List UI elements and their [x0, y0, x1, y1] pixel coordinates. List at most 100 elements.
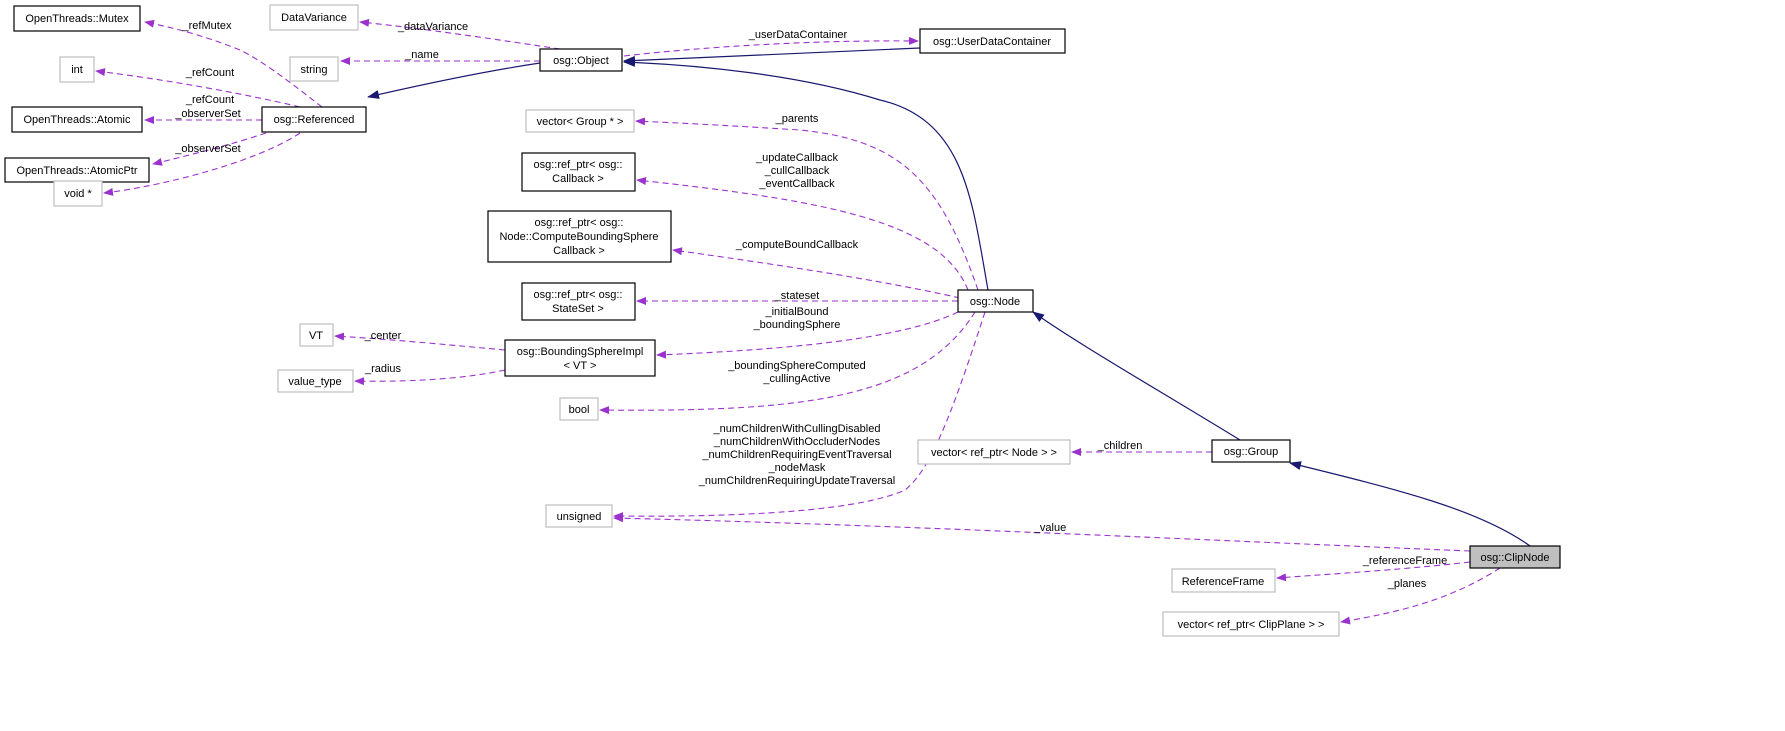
svg-text:Node::ComputeBoundingSphere: Node::ComputeBoundingSphere	[499, 231, 658, 243]
svg-text:void *: void *	[64, 188, 92, 200]
svg-text:osg::Group: osg::Group	[1224, 446, 1278, 458]
svg-text:unsigned: unsigned	[557, 511, 602, 523]
node-group[interactable]: osg::Group	[1211, 439, 1291, 463]
label-unsigned-member: _nodeMask	[768, 462, 826, 474]
svg-text:< VT >: < VT >	[564, 360, 597, 372]
svg-text:string: string	[301, 64, 328, 76]
svg-text:OpenThreads::Atomic: OpenThreads::Atomic	[24, 114, 131, 126]
label-radius: _radius	[364, 363, 402, 375]
edge-referenceframe	[1276, 561, 1471, 582]
label-value: _value	[1033, 522, 1066, 534]
svg-text:osg::UserDataContainer: osg::UserDataContainer	[933, 36, 1051, 48]
svg-text:StateSet >: StateSet >	[552, 303, 604, 315]
edge-bool	[599, 311, 976, 415]
node-ref-ptr-callback[interactable]: osg::ref_ptr< osg::Callback >	[521, 152, 636, 192]
label-updatecallback: _updateCallback	[755, 152, 838, 164]
label-refmutex: _refMutex	[182, 20, 232, 32]
node-string: string	[289, 56, 339, 82]
label-center: _center	[364, 330, 402, 342]
node-vector-group: vector< Group * >	[525, 109, 635, 133]
edge-center	[334, 332, 506, 351]
label-unsigned-member: _numChildrenWithOccluderNodes	[713, 436, 881, 448]
label-computeboundcallback: _computeBoundCallback	[735, 239, 859, 251]
svg-text:osg::ClipNode: osg::ClipNode	[1480, 552, 1549, 564]
edge-planes	[1340, 567, 1501, 625]
node-boundingsphereimpl[interactable]: osg::BoundingSphereImpl< VT >	[504, 339, 656, 377]
node-datavariance: DataVariance	[269, 4, 359, 31]
svg-text:vector< Group * >: vector< Group * >	[537, 116, 624, 128]
label-planes: _planes	[1387, 578, 1427, 590]
node-atomic[interactable]: OpenThreads::Atomic	[11, 106, 143, 133]
node-userdatacontainer[interactable]: osg::UserDataContainer	[919, 28, 1066, 54]
svg-text:DataVariance: DataVariance	[281, 12, 347, 24]
edge-computebound	[672, 247, 961, 299]
svg-text:Callback >: Callback >	[552, 173, 604, 185]
edge-unsigned	[613, 311, 986, 521]
edge-node-inherits-object	[623, 57, 989, 291]
svg-text:OpenThreads::Mutex: OpenThreads::Mutex	[25, 13, 129, 25]
edge-object-inherits-referenced	[367, 62, 541, 99]
node-atomicptr[interactable]: OpenThreads::AtomicPtr	[4, 157, 150, 183]
label-children: _children	[1097, 440, 1143, 452]
svg-text:osg::ref_ptr< osg::: osg::ref_ptr< osg::	[535, 217, 624, 229]
svg-text:ReferenceFrame: ReferenceFrame	[1182, 576, 1265, 588]
label-observerset: _observerSet	[174, 108, 240, 120]
label-cullcallback: _cullCallback	[764, 165, 830, 177]
label-unsigned-member: _numChildrenRequiringEventTraversal	[701, 449, 891, 461]
label-eventcallback: _eventCallback	[758, 178, 835, 190]
svg-text:VT: VT	[309, 330, 323, 342]
node-vector-ref-ptr-node: vector< ref_ptr< Node > >	[917, 439, 1071, 465]
label-boundingspherecomputed: _boundingSphereComputed	[727, 360, 866, 372]
node-object[interactable]: osg::Object	[539, 48, 623, 72]
edge-refcount-int	[95, 68, 301, 108]
edge-datavariance	[359, 18, 561, 50]
edge-observerset-void	[103, 132, 301, 196]
edge-clipnode-inherits-group	[1289, 461, 1531, 547]
edges	[95, 18, 1531, 625]
edge-value	[613, 514, 1471, 552]
label-refcount: _refCount	[185, 67, 234, 79]
node-clipnode: osg::ClipNode	[1469, 545, 1561, 569]
node-node[interactable]: osg::Node	[957, 289, 1034, 313]
node-referenced[interactable]: osg::Referenced	[261, 106, 367, 133]
label-parents: _parents	[775, 113, 819, 125]
edge-group-inherits-node	[1032, 311, 1241, 441]
edge-labels: _refMutex _refCount _refCount _observerS…	[174, 20, 1447, 590]
label-initialbound: _initialBound	[765, 306, 829, 318]
edge-observerset-atomicptr	[152, 132, 267, 166]
svg-text:osg::BoundingSphereImpl: osg::BoundingSphereImpl	[517, 346, 644, 358]
label-observerset: _observerSet	[174, 143, 240, 155]
svg-text:vector< ref_ptr< ClipPlane > >: vector< ref_ptr< ClipPlane > >	[1178, 619, 1325, 631]
node-ref-ptr-stateset[interactable]: osg::ref_ptr< osg::StateSet >	[521, 282, 636, 321]
svg-text:OpenThreads::AtomicPtr: OpenThreads::AtomicPtr	[16, 165, 137, 177]
label-boundingsphere: _boundingSphere	[753, 319, 841, 331]
edge-parents	[635, 117, 979, 291]
node-vector-ref-ptr-clipplane: vector< ref_ptr< ClipPlane > >	[1162, 611, 1340, 637]
label-unsigned-member: _numChildrenRequiringUpdateTraversal	[698, 475, 895, 487]
label-unsigned-member: _numChildrenWithCullingDisabled	[713, 423, 881, 435]
edge-radius	[354, 369, 506, 386]
label-name: _name	[404, 49, 439, 61]
node-mutex[interactable]: OpenThreads::Mutex	[13, 5, 141, 32]
edge-initialbound	[656, 311, 959, 359]
svg-text:int: int	[71, 64, 83, 76]
label-stateset: _stateset	[774, 290, 820, 302]
label-datavariance: _dataVariance	[397, 21, 468, 33]
label-refcount: _refCount	[185, 94, 234, 106]
node-int: int	[59, 56, 95, 83]
node-referenceframe: ReferenceFrame	[1171, 568, 1276, 593]
edge-userdatacontainer	[623, 36, 919, 57]
svg-text:osg::Referenced: osg::Referenced	[274, 114, 355, 126]
svg-text:vector< ref_ptr< Node > >: vector< ref_ptr< Node > >	[931, 447, 1057, 459]
label-referenceframe: _referenceFrame	[1362, 555, 1447, 567]
svg-text:bool: bool	[569, 404, 590, 416]
svg-text:osg::ref_ptr< osg::: osg::ref_ptr< osg::	[534, 159, 623, 171]
node-ref-ptr-computeboundingsphere-callback[interactable]: osg::ref_ptr< osg::Node::ComputeBounding…	[487, 210, 672, 263]
edge-callbacks	[636, 177, 969, 291]
svg-text:value_type: value_type	[288, 376, 341, 388]
node-vt: VT	[299, 323, 334, 347]
svg-text:osg::ref_ptr< osg::: osg::ref_ptr< osg::	[534, 289, 623, 301]
svg-text:Callback >: Callback >	[553, 245, 605, 257]
svg-text:osg::Node: osg::Node	[970, 296, 1020, 308]
